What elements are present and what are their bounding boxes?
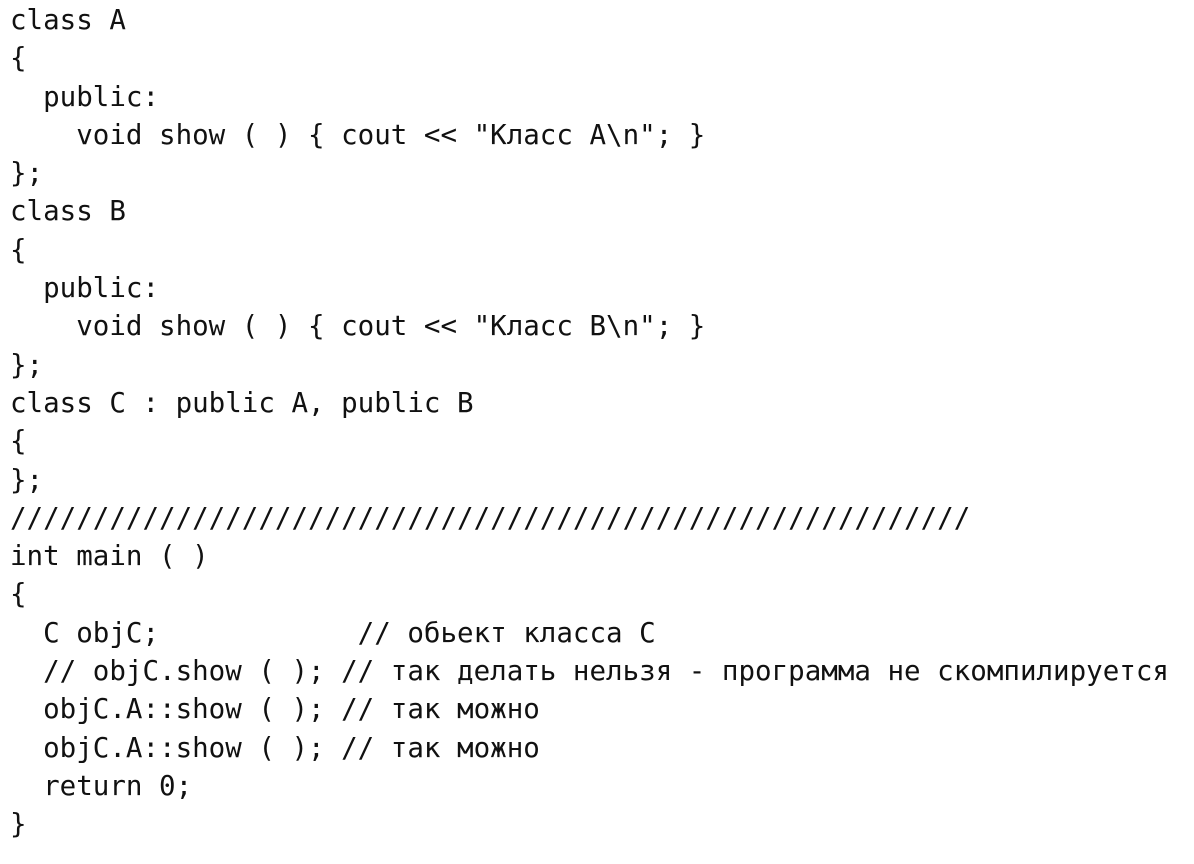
- code-line: int main ( ): [10, 540, 209, 573]
- code-line: class B: [10, 195, 126, 228]
- separator-comment: ////////////////////////////////////////…: [10, 501, 971, 534]
- code-line: {: [10, 425, 27, 458]
- code-line: void show ( ) { cout << "Класс A\n"; }: [10, 118, 706, 151]
- code-line: objC.A::show ( ); // так можно: [10, 693, 540, 726]
- code-line: void show ( ) { cout << "Класс B\n"; }: [10, 310, 706, 343]
- code-line: class C : public A, public B: [10, 386, 474, 419]
- code-line: class A: [10, 4, 126, 36]
- code-line: objC.A::show ( ); // так можно: [10, 731, 540, 764]
- code-line: return 0;: [10, 769, 193, 802]
- code-line: // objC.show ( ); // так делать нельзя -…: [10, 655, 1169, 688]
- code-line: public:: [10, 272, 160, 305]
- code-line: }: [10, 808, 27, 841]
- code-line: {: [10, 42, 27, 75]
- code-line: C objC; // обьект класса C: [10, 616, 656, 649]
- code-line: public:: [10, 80, 160, 113]
- code-line: {: [10, 578, 27, 611]
- code-listing: class A { public: void show ( ) { cout <…: [10, 1, 1169, 844]
- code-line: };: [10, 463, 44, 496]
- code-line: };: [10, 348, 44, 381]
- code-line: };: [10, 157, 44, 190]
- code-line: {: [10, 233, 27, 266]
